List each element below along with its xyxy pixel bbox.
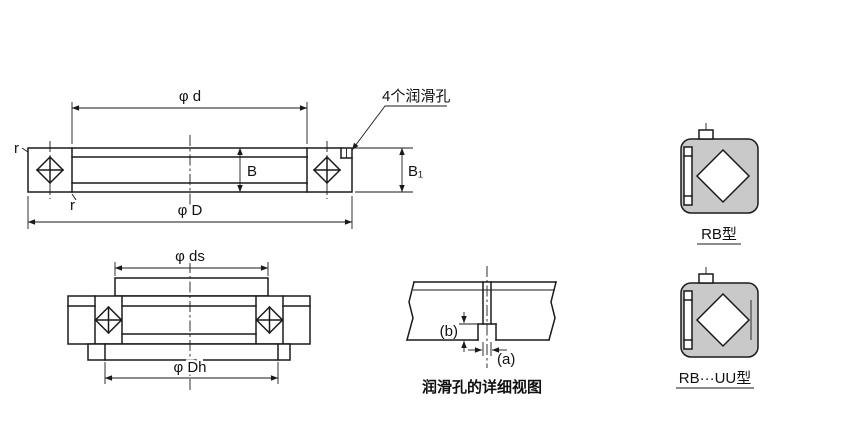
dimension-phi-Dh: φ Dh (104, 357, 279, 384)
clamp-plate (114, 277, 269, 297)
dim-label-B: B (247, 163, 257, 180)
rb-type-view: RB型 (680, 123, 759, 245)
roller-section-right (255, 305, 284, 335)
lube-holes-callout: 4个润滑孔 (351, 88, 450, 151)
r-label: r (14, 140, 19, 157)
rb-uu-type-view: RB···UU型 (676, 267, 759, 389)
dimension-B1: B₁ (355, 147, 423, 193)
lube-hole-plug (698, 273, 714, 284)
dim-label-a: (a) (497, 351, 515, 368)
roller-section-right (312, 141, 342, 199)
break-line-left (406, 281, 415, 341)
dim-label-phi-Dh: φ Dh (173, 359, 206, 376)
dim-label-phi-D: φ D (178, 202, 203, 219)
main-section-view: φ d φ D B B₁ r r 4个润滑孔 (14, 88, 450, 229)
rb-uu-type-label: RB···UU型 (679, 370, 752, 387)
lube-holes-label: 4个润滑孔 (382, 88, 450, 105)
dim-label-phi-ds: φ ds (175, 248, 205, 265)
mounting-section-view: φ ds φ Dh (67, 246, 311, 390)
roller-section-left (35, 141, 65, 199)
dimension-B: B (237, 147, 257, 193)
dimension-a: (a) (468, 342, 515, 368)
roller-diamond (695, 148, 751, 204)
radius-label-bottom: r (70, 193, 77, 214)
housing-base (87, 343, 291, 361)
retaining-band (683, 146, 693, 206)
r-label: r (70, 197, 75, 214)
break-line-right (548, 281, 557, 341)
roller-diamond (695, 292, 751, 348)
lube-hole-notch (340, 147, 353, 159)
roller-section-left (94, 305, 123, 335)
dimension-phi-ds: φ ds (114, 246, 269, 276)
detail-view-caption: 润滑孔的详细视图 (422, 378, 542, 396)
radius-label-top: r (14, 140, 29, 157)
retaining-band (683, 290, 693, 350)
lube-hole-detail-view: (b) (a) 润滑孔的详细视图 (406, 266, 557, 396)
dim-label-b: (b) (440, 323, 458, 340)
dimension-b: (b) (440, 312, 477, 352)
dim-label-B1: B₁ (408, 163, 423, 180)
rb-type-label: RB型 (701, 226, 737, 243)
dimension-phi-d: φ d (71, 88, 308, 144)
dim-label-phi-d: φ d (179, 88, 201, 105)
lube-hole-plug (698, 129, 714, 140)
dimension-phi-D: φ D (27, 196, 353, 229)
lube-hole-bore (477, 281, 497, 341)
callout-leader (351, 105, 447, 151)
